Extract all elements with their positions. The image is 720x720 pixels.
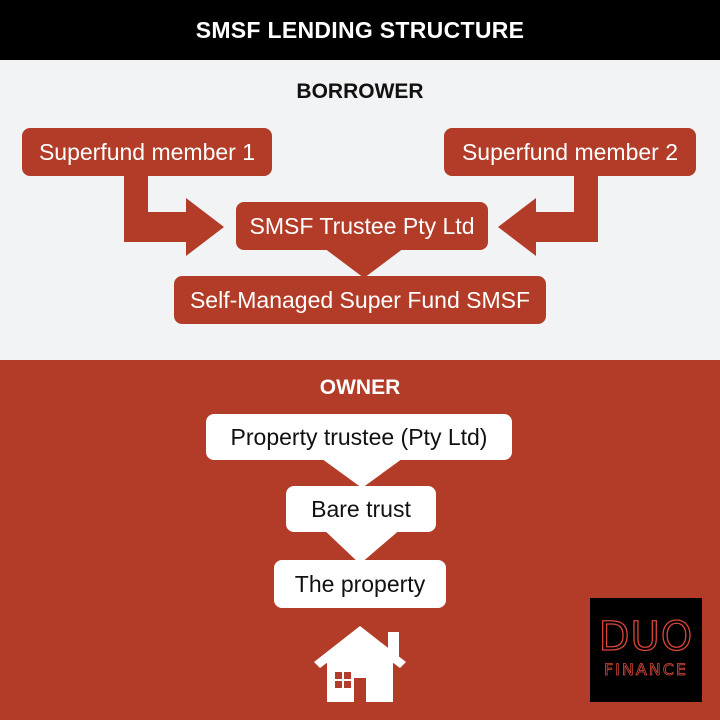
superfund-member-2-box: Superfund member 2 (444, 128, 696, 176)
page-title: SMSF LENDING STRUCTURE (0, 0, 720, 60)
duo-finance-logo: DUO FINANCE (590, 598, 702, 702)
logo-main-text: DUO (598, 613, 694, 660)
smsf-trustee-box: SMSF Trustee Pty Ltd (236, 202, 488, 250)
pointer-bare-to-property (322, 528, 402, 564)
arrow-member1-to-trustee (124, 172, 224, 256)
smsf-fund-box: Self-Managed Super Fund SMSF (174, 276, 546, 324)
pointer-trustee-to-bare (318, 456, 406, 488)
house-icon (314, 626, 406, 702)
the-property-box: The property (274, 560, 446, 608)
arrow-member2-to-trustee (498, 172, 598, 256)
pointer-trustee-to-fund (324, 248, 404, 278)
property-trustee-box: Property trustee (Pty Ltd) (206, 414, 512, 460)
borrower-heading: BORROWER (296, 80, 424, 103)
owner-heading: OWNER (319, 376, 401, 399)
logo-sub-text: FINANCE (603, 660, 689, 680)
title-text: SMSF LENDING STRUCTURE (195, 16, 525, 43)
superfund-member-1-box: Superfund member 1 (22, 128, 272, 176)
bare-trust-box: Bare trust (286, 486, 436, 532)
